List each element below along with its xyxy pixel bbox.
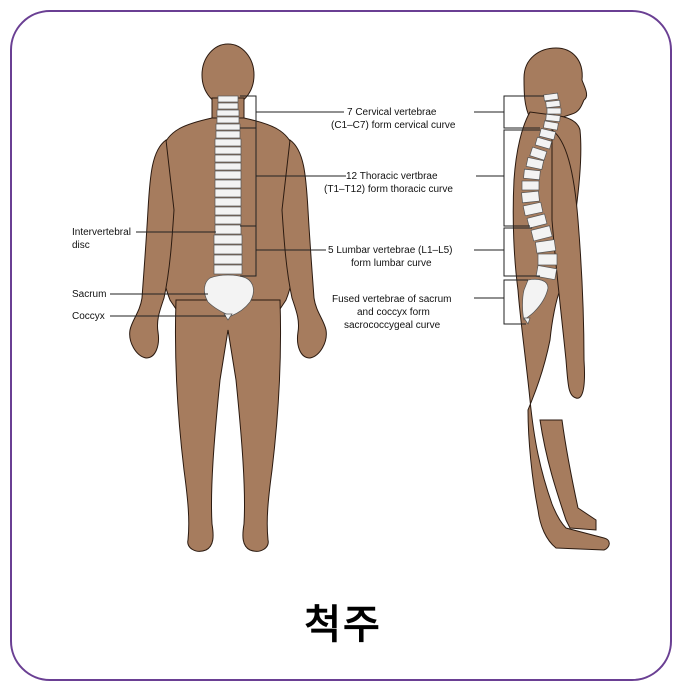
side-vertebra — [546, 107, 562, 115]
side-vertebra — [543, 92, 559, 102]
side-lumbar-bracket — [503, 227, 540, 277]
side-back-leg — [539, 419, 597, 531]
sacral-label-line1: Fused vertebrae of sacrum — [332, 294, 452, 305]
front-vertebra — [213, 254, 243, 265]
front-vertebra — [214, 206, 242, 216]
sacrum-label: Sacrum — [72, 289, 106, 300]
disc-label-line2: disc — [72, 240, 90, 251]
side-vertebra — [525, 157, 545, 170]
front-vertebra — [214, 215, 242, 225]
front-vertebra — [213, 244, 243, 255]
side-vertebra — [534, 239, 557, 254]
side-arm — [551, 129, 585, 399]
side-vertebra — [545, 113, 561, 123]
front-vertebra — [214, 138, 242, 147]
sacral-label-line2: and coccyx form — [357, 307, 430, 318]
front-vertebra — [214, 154, 242, 163]
side-coccyx — [523, 317, 531, 325]
front-vertebra — [213, 234, 243, 245]
coccyx-label: Coccyx — [72, 311, 105, 322]
front-vertebra — [215, 123, 241, 131]
labels: 7 Cervical vertebrae (C1–C7) form cervic… — [72, 107, 456, 331]
rounded-frame — [10, 10, 672, 681]
front-vertebra — [214, 188, 242, 198]
front-vertebra — [217, 102, 239, 110]
side-thoracic-bracket — [503, 129, 540, 227]
front-vertebra — [214, 197, 242, 207]
side-sacral-bracket — [503, 279, 528, 325]
front-vertebra — [214, 224, 242, 235]
front-right-arm — [281, 139, 327, 359]
front-legs — [174, 299, 282, 552]
front-vertebra — [216, 109, 240, 117]
side-vertebra — [521, 180, 540, 191]
front-left-arm — [129, 139, 175, 359]
front-vertebra — [217, 95, 239, 103]
front-vertebral-column — [204, 95, 254, 321]
side-vertebra — [537, 253, 558, 266]
front-vertebra — [216, 116, 240, 124]
side-head — [523, 47, 588, 119]
front-vertebra — [214, 146, 242, 155]
side-vertebra — [529, 146, 548, 161]
page-title: 척주 — [304, 602, 382, 648]
side-vertebra — [538, 128, 557, 141]
front-vertebra — [214, 179, 242, 189]
front-vertebra — [214, 162, 242, 171]
side-sacrum — [522, 278, 549, 321]
side-vertebra — [535, 265, 558, 281]
side-region-brackets — [474, 95, 544, 325]
front-region-brackets — [110, 95, 346, 317]
side-vertebra — [543, 120, 559, 131]
front-vertebra — [215, 130, 241, 139]
sacral-label-line3: sacrococcygeal curve — [344, 320, 441, 331]
side-vertebra — [522, 201, 544, 217]
front-sacrum — [204, 274, 254, 317]
cervical-label-line1: 7 Cervical vertebrae — [347, 107, 437, 118]
thoracic-label-line2: (T1–T12) form thoracic curve — [324, 184, 453, 195]
front-vertebra — [214, 170, 242, 180]
front-vertebra — [213, 264, 243, 275]
side-vertebra — [526, 213, 548, 229]
lumbar-label-line1: 5 Lumbar vertebrae (L1–L5) — [328, 245, 453, 256]
cervical-label-line2: (C1–C7) form cervical curve — [331, 120, 456, 131]
side-vertebral-column — [521, 92, 562, 325]
lumbar-bracket — [240, 225, 257, 277]
disc-label-line1: Intervertebral — [72, 227, 131, 238]
side-vertebra — [521, 190, 540, 204]
thoracic-label-line1: 12 Thoracic vertbrae — [346, 171, 438, 182]
side-vertebra — [530, 225, 553, 242]
lumbar-label-line2: form lumbar curve — [351, 258, 432, 269]
side-vertebra — [545, 99, 561, 109]
side-vertebra — [523, 168, 541, 181]
side-vertebra — [534, 136, 553, 150]
